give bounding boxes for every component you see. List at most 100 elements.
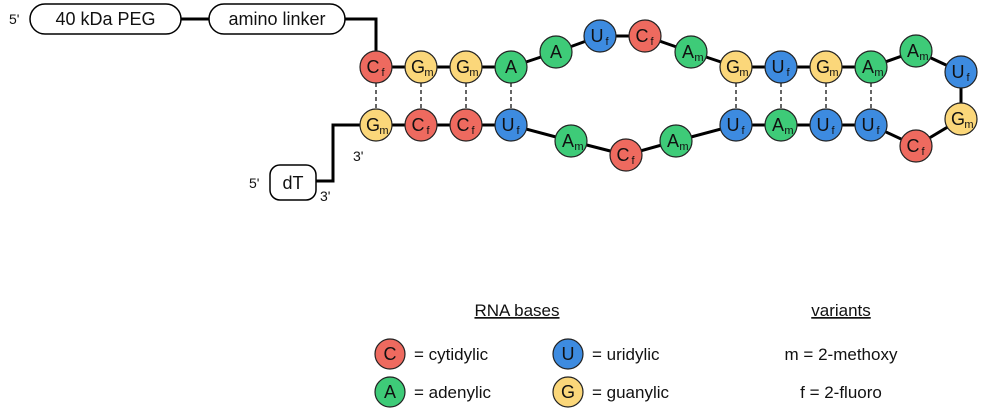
- dt-five-prime-label: 5': [249, 175, 259, 191]
- nucleotide-circle: [554, 124, 588, 158]
- nucleotide-modification: m: [469, 67, 478, 79]
- legend-variant-methoxy: m = 2-methoxy: [785, 345, 898, 364]
- nucleotide-base-letter: A: [667, 131, 679, 151]
- nucleotide-circle: [359, 108, 393, 142]
- legend-a-text: = adenylic: [414, 383, 492, 402]
- nucleotide-modification: m: [379, 125, 388, 137]
- legend-g-circle: [552, 376, 584, 408]
- nucleotide-modification: f: [921, 146, 925, 158]
- legend-bases-title: RNA bases: [474, 301, 559, 320]
- nucleotide-modification: f: [516, 125, 520, 137]
- nucleotide-base-letter: C: [412, 115, 425, 135]
- nucleotide-base-letter: A: [550, 42, 562, 62]
- nucleotide-base-letter: A: [682, 42, 694, 62]
- nucleotide-circle: [854, 50, 888, 84]
- nucleotide-circle: [764, 108, 798, 142]
- legend-variants-title: variants: [811, 301, 871, 320]
- dt-label: dT: [282, 173, 303, 193]
- legend-a-circle: [374, 376, 406, 408]
- nucleotide-base-letter: U: [952, 62, 965, 82]
- nucleotide-circle: [719, 50, 753, 84]
- nucleotide-circle: [628, 19, 662, 53]
- legend-variant-fluoro: f = 2-fluoro: [800, 383, 882, 402]
- nucleotide-modification: m: [679, 141, 688, 153]
- strand-three-prime-label: 3': [353, 148, 363, 164]
- legend-c-text: = cytidylic: [414, 345, 489, 364]
- legend-u-circle: [552, 338, 584, 370]
- nucleotide-modification: f: [876, 125, 880, 137]
- dt-three-prime-label: 3': [320, 188, 330, 204]
- nucleotide-base-letter: A: [862, 57, 874, 77]
- legend-item-uridylic: U = uridylic: [552, 338, 660, 370]
- nucleotide-circle: [449, 108, 483, 142]
- nucleotide-modification: f: [741, 125, 745, 137]
- nucleotide-circle: [809, 50, 843, 84]
- nucleotide-modification: m: [919, 51, 928, 63]
- nucleotide-circle: [494, 108, 528, 142]
- nucleotide-modification: f: [650, 36, 654, 48]
- nucleotide-circle: [719, 108, 753, 142]
- peg-five-prime-label: 5': [9, 11, 19, 27]
- legend-u-text: = uridylic: [592, 345, 660, 364]
- legend-c-letter: C: [384, 344, 397, 364]
- nucleotide-base-letter: C: [617, 145, 630, 165]
- nucleotide-a: A: [494, 50, 528, 84]
- nucleotide-base-letter: C: [367, 57, 380, 77]
- nucleotide-base-letter: G: [411, 57, 425, 77]
- nucleotide-circle: [609, 138, 643, 172]
- nucleotide-a: A: [539, 35, 573, 69]
- nucleotide-base-letter: G: [456, 57, 470, 77]
- nucleotide-circle: [764, 50, 798, 84]
- nucleotide-modification: m: [424, 67, 433, 79]
- nucleotide-base-letter: A: [505, 57, 517, 77]
- nucleotide-modification: m: [874, 67, 883, 79]
- nucleotide-base-letter: A: [907, 41, 919, 61]
- nucleotide-modification: m: [574, 141, 583, 153]
- nucleotide-base-letter: G: [726, 57, 740, 77]
- legend-a-letter: A: [384, 382, 396, 402]
- nucleotide-base-letter: A: [562, 131, 574, 151]
- nucleotide-modification: f: [831, 125, 835, 137]
- nucleotide-base-letter: A: [772, 115, 784, 135]
- nucleotide-modification: m: [784, 125, 793, 137]
- nucleotide-modification: m: [964, 119, 973, 131]
- nucleotide-base-letter: G: [816, 57, 830, 77]
- amino-linker-label: amino linker: [228, 9, 325, 29]
- nucleotide-base-letter: G: [366, 115, 380, 135]
- legend-item-cytidylic: C = cytidylic: [374, 338, 489, 370]
- nucleotide-circle: [494, 50, 528, 84]
- legend-u-letter: U: [562, 344, 575, 364]
- nucleotide-base-letter: U: [862, 115, 875, 135]
- nucleotide-modification: f: [381, 67, 385, 79]
- nucleotide-circle: [404, 108, 438, 142]
- nucleotide-circle: [449, 50, 483, 84]
- nucleotide-base-letter: G: [951, 109, 965, 129]
- base-pairs: [375, 83, 872, 109]
- legend-item-adenylic: A = adenylic: [374, 376, 492, 408]
- nucleotide-modification: f: [966, 72, 970, 84]
- nucleotide-modification: m: [829, 67, 838, 79]
- linker-to-strand-bond: [345, 17, 378, 51]
- nucleotide-base-letter: U: [772, 57, 785, 77]
- nucleotide-modification: f: [426, 125, 430, 137]
